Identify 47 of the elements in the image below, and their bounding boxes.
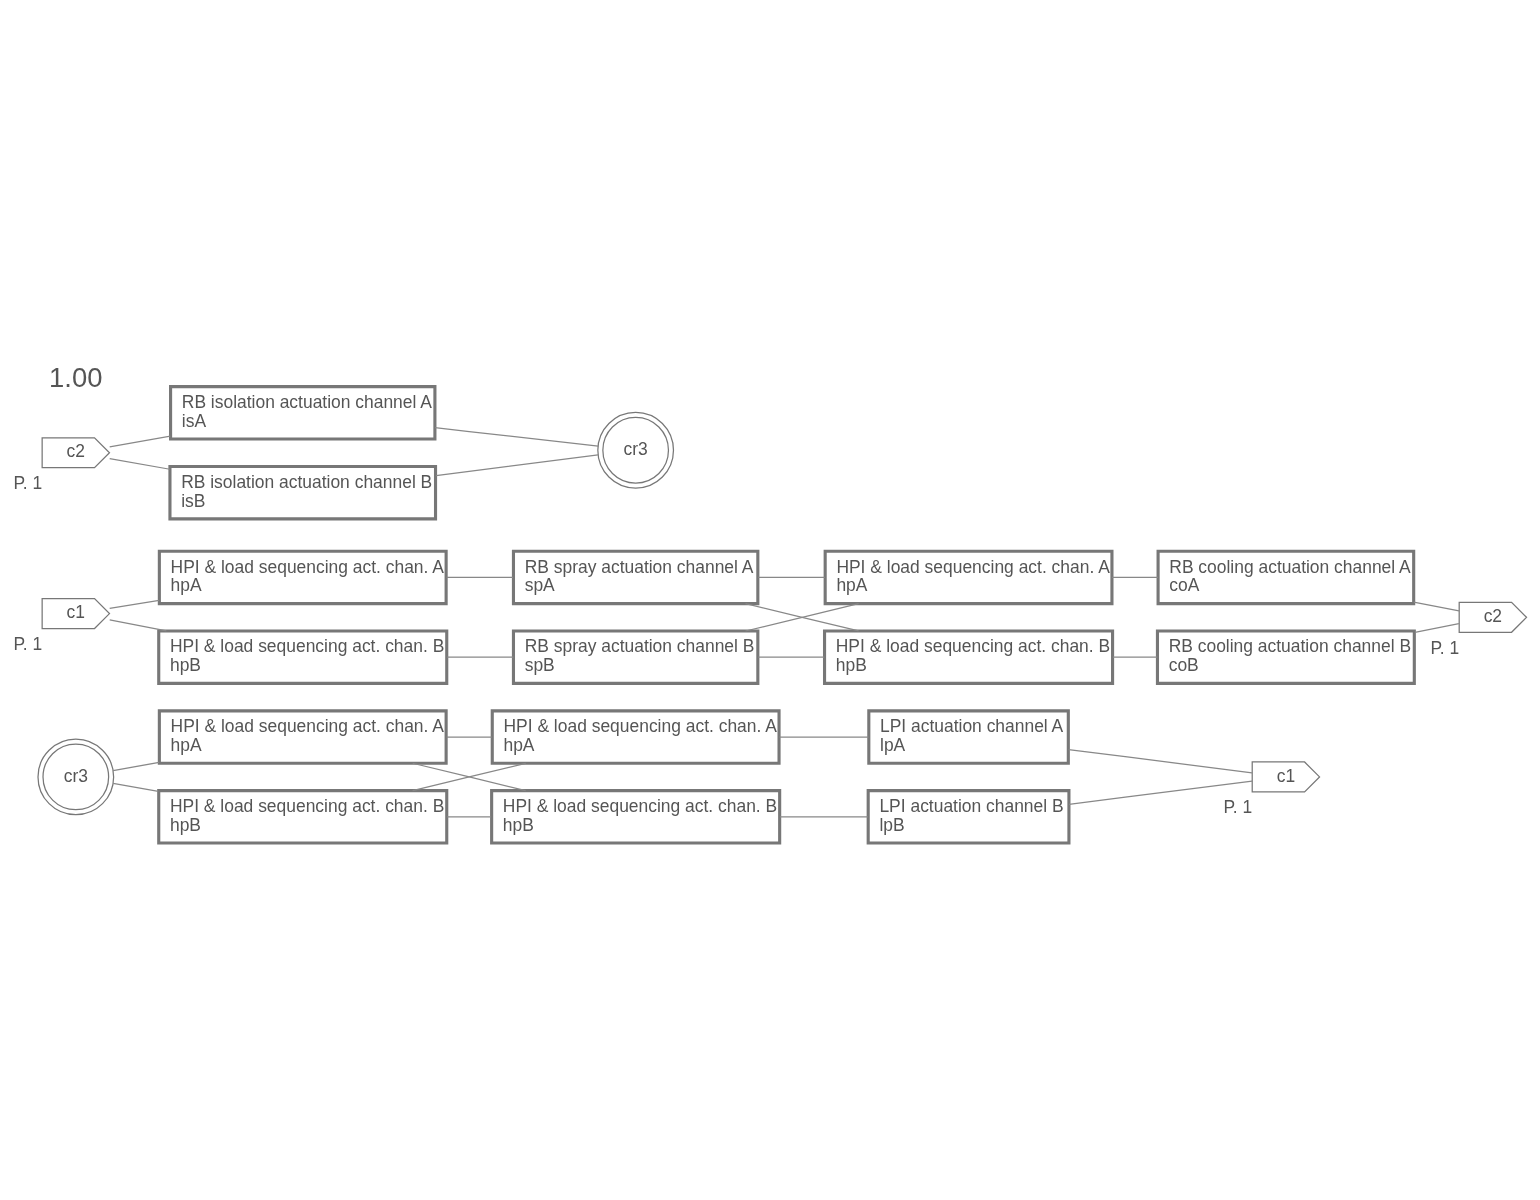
connector — [109, 435, 171, 448]
node-label: P. 1 — [1430, 637, 1460, 658]
label: 1.00 — [49, 361, 103, 393]
connector — [109, 599, 160, 609]
node-label: P. 1 — [13, 472, 43, 493]
node-box: RB isolation actuation channel B isB — [168, 464, 438, 520]
node-box: HPI & load sequencing act. chan. A hpA — [157, 549, 448, 605]
connector — [109, 618, 168, 632]
connector — [446, 815, 492, 817]
connector — [778, 735, 870, 738]
node-box: HPI & load sequencing act. chan. A hpA — [157, 708, 448, 765]
connector — [446, 656, 515, 658]
connector — [757, 656, 825, 658]
connector — [445, 576, 514, 578]
connector — [112, 761, 160, 771]
connector — [445, 735, 493, 738]
connector — [779, 815, 869, 817]
connector — [1111, 576, 1159, 578]
node-box: RB spray actuation channel A spA — [511, 549, 760, 605]
connector — [435, 453, 599, 476]
connector — [412, 762, 527, 791]
connector — [1067, 748, 1253, 773]
connector — [1068, 779, 1253, 805]
node-label: P. 1 — [13, 633, 43, 654]
node-box: HPI & load sequencing act. chan. A hpA — [823, 549, 1114, 605]
node-circle: cr3 — [597, 411, 675, 489]
node-box: HPI & load sequencing act. chan. B hpB — [157, 788, 449, 845]
node-box: HPI & load sequencing act. chan. B hpB — [823, 629, 1115, 685]
node-box: HPI & load sequencing act. chan. B hpB — [490, 788, 782, 845]
node-box: LPI actuation channel A lpA — [867, 708, 1070, 765]
connector — [744, 602, 860, 632]
node-box: RB cooling actuation channel A coA — [1156, 549, 1416, 605]
node-box: RB isolation actuation channel A isA — [169, 384, 437, 441]
connector — [112, 782, 159, 792]
node-label: P. 1 — [1223, 796, 1253, 817]
node-box: HPI & load sequencing act. chan. B hpB — [157, 629, 449, 685]
node-circle: cr3 — [37, 738, 115, 815]
node-box: RB spray actuation channel B spB — [511, 629, 760, 685]
connector — [109, 457, 171, 470]
node-box: HPI & load sequencing act. chan. A hpA — [490, 708, 781, 765]
connector — [757, 576, 826, 578]
node-box: RB cooling actuation channel B coB — [1155, 629, 1416, 685]
connector — [1112, 656, 1158, 658]
node-box: LPI actuation channel B lpB — [866, 788, 1071, 845]
connector — [434, 426, 599, 447]
connector — [1414, 622, 1460, 633]
connector — [1413, 601, 1460, 612]
